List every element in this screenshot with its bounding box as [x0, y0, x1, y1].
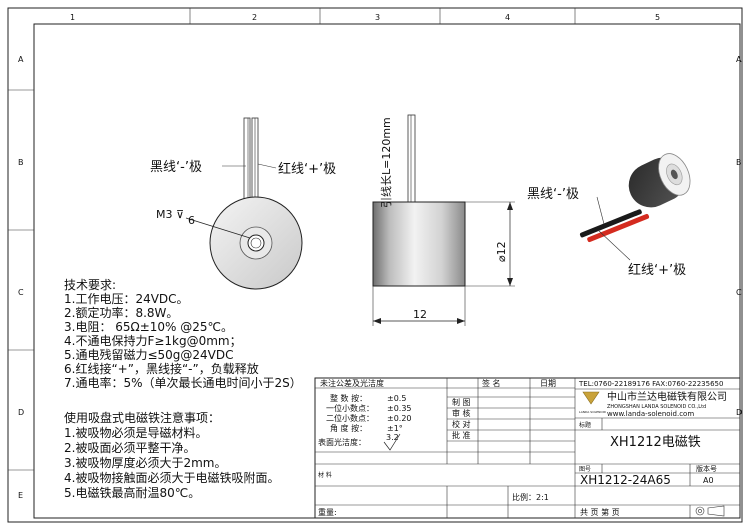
side-view [372, 114, 515, 326]
tol-label: 整 数 按： [330, 393, 367, 403]
company-name-en: ZHONGSHAN LANDA SOLENOID CO.,Ltd [607, 404, 706, 410]
zone-col-1: 1 [70, 13, 75, 22]
thread-leader [185, 217, 251, 239]
company-website: www.landa-solenoid.com [607, 410, 694, 418]
wire-black-front [243, 117, 251, 203]
outer-frame [7, 7, 743, 523]
role-draw: 制 图 [452, 397, 471, 407]
zone-row-b-right: B [736, 158, 742, 167]
zone-row-a-right: A [736, 55, 742, 64]
technical-requirements: 技术要求: 1.工作电压：24VDC。 2.额定功率：8.8W。 3.电阻： 6… [64, 278, 302, 390]
label-thread: M3 [156, 208, 173, 221]
logo-text: LANDA SOLENOID [579, 410, 607, 414]
usage-notes: 使用吸盘式电磁铁注意事项： 1.被吸物必须是导磁材料。 2.被吸面必须平整干净。… [64, 410, 279, 500]
note-line: 1.被吸物必须是导磁材料。 [64, 425, 207, 440]
notes-title: 使用吸盘式电磁铁注意事项： [64, 410, 220, 425]
lead-wire-side [407, 114, 416, 204]
role-approve: 批 准 [452, 430, 471, 440]
title-label: 标题 [579, 421, 591, 429]
requirement-line: 4.不通电保持力F≥1kg@0mm； [64, 333, 242, 348]
zone-row-c: C [18, 288, 24, 297]
company-name-cn: 中山市兰达电磁铁有限公司 [607, 390, 727, 403]
surface-symbol [383, 433, 401, 451]
tolerance-header: 未注公差及光洁度 [320, 378, 384, 388]
title-block [314, 377, 741, 519]
label-thread-depth: 6 [188, 214, 195, 227]
label-width: 12 [413, 308, 427, 321]
note-line: 2.被吸面必须平整干净。 [64, 440, 195, 455]
projection-symbol-icon [695, 505, 725, 517]
role-review: 审 核 [452, 408, 471, 418]
note-line: 3.被吸物厚度必须大于2mm。 [64, 455, 226, 470]
tol-value: ±0.5 [387, 394, 406, 403]
note-line: 5.电磁铁最高耐温80℃。 [64, 485, 200, 500]
zone-markers: 1 2 3 4 5 A B C D E A B C D [8, 8, 742, 500]
iso-view [579, 153, 691, 243]
tol-label: 角 度 按： [330, 423, 367, 433]
requirement-line: 2.额定功率：8.8W。 [64, 305, 178, 320]
scale-label: 比例：2:1 [512, 492, 549, 502]
zone-row-d: D [18, 408, 24, 417]
zone-col-5: 5 [655, 13, 660, 22]
zone-row-d-right: D [736, 408, 742, 417]
tol-label: 二位小数点： [326, 413, 374, 423]
requirements-title: 技术要求: [64, 278, 116, 292]
requirement-line: 5.通电残留磁力≤50g@24VDC [64, 347, 234, 362]
material-label: 材 料 [318, 471, 332, 479]
front-view [185, 117, 303, 290]
zone-col-4: 4 [505, 13, 510, 22]
surface-value: 3.2 [386, 433, 399, 442]
zone-row-c-right: C [736, 288, 742, 297]
col-date: 日期 [540, 379, 556, 388]
zone-row-a: A [18, 55, 24, 64]
tol-label: 一位小数点： [326, 403, 374, 413]
weight-label: 重量: [318, 507, 337, 517]
requirement-line: 3.电阻： 65Ω±10% @25℃。 [64, 320, 233, 334]
version-label: 版本号 [696, 464, 717, 473]
zone-col-2: 2 [252, 13, 257, 22]
tol-value: ±0.35 [387, 404, 412, 413]
magnet-body-side [372, 201, 466, 287]
tol-value: ±1° [387, 424, 403, 433]
col-sign: 签 名 [482, 378, 501, 388]
zone-row-b: B [18, 158, 24, 167]
role-check: 校 对 [452, 419, 471, 429]
surface-label: 表面光洁度： [318, 437, 366, 447]
label-diameter: ⌀12 [495, 241, 508, 262]
label-red-wire-left: 红线‘+’极 [278, 161, 336, 177]
tel-fax: TEL:0760-22189176 FAX:0760-22235650 [578, 380, 723, 388]
drawing-no-label: 图号 [579, 466, 591, 473]
requirement-line: 6.红线接“+”，黑线接“-”，负载释放 [64, 361, 259, 376]
label-black-wire-left: 黑线‘-’极 [150, 160, 202, 175]
depth-symbol: ⊽ [176, 208, 184, 221]
requirement-line: 7.通电率：5%（单次最长通电时间小于2S） [64, 375, 302, 390]
product-name: XH1212电磁铁 [610, 435, 701, 450]
zone-col-3: 3 [375, 13, 380, 22]
tol-value: ±0.20 [387, 414, 412, 423]
requirement-line: 1.工作电压：24VDC。 [64, 292, 189, 306]
label-lead-length: 引线长L=120mm [379, 117, 393, 208]
iso-wire-black [579, 209, 642, 238]
zone-row-e: E [18, 491, 23, 500]
drawing-number: XH1212-24A65 [580, 473, 671, 487]
thread-hole [247, 234, 265, 252]
sheets-label: 共 页 第 页 [580, 507, 620, 517]
version-value: A0 [703, 476, 714, 485]
company-logo: LANDA SOLENOID [579, 391, 607, 414]
label-red-wire-right: 红线‘+’极 [628, 262, 686, 278]
label-black-wire-right: 黑线‘-’极 [527, 187, 579, 202]
note-line: 4.被吸物接触面必须大于电磁铁吸附面。 [64, 470, 279, 485]
iso-wire-red [587, 213, 650, 243]
